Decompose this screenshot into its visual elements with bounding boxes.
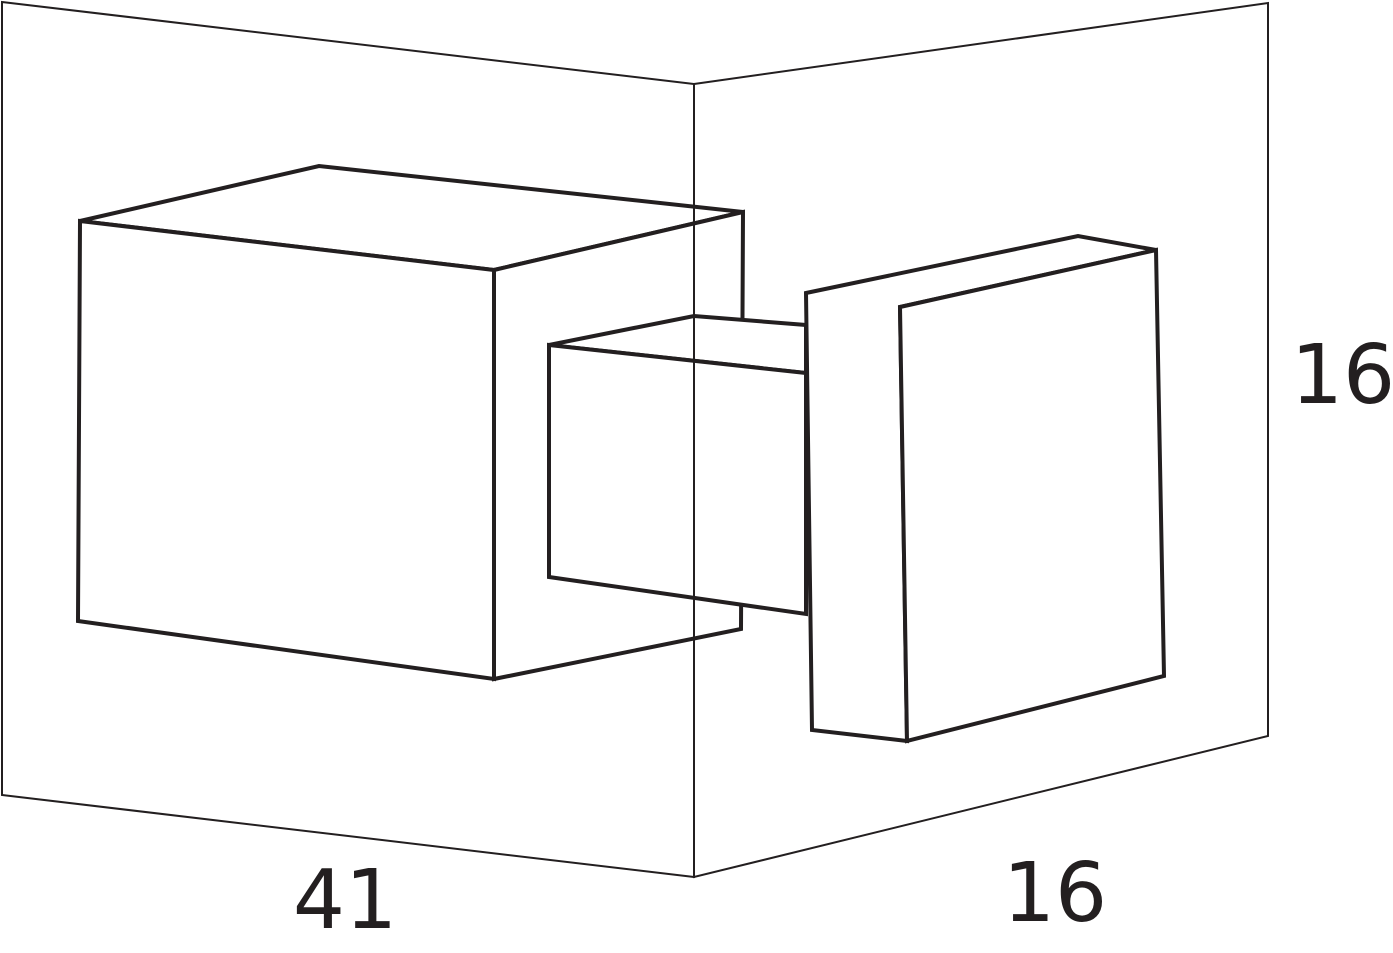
large-cube-front-face — [75, 218, 496, 682]
height-dimension-label: 16 — [1291, 328, 1393, 423]
stem-front-face — [547, 342, 808, 617]
width-dimension-label: 41 — [293, 853, 397, 948]
square-hook-plate — [803, 233, 1167, 744]
connecting-stem — [547, 313, 808, 617]
depth-dimension-label: 16 — [1003, 846, 1107, 941]
plate-front-face — [897, 247, 1167, 744]
